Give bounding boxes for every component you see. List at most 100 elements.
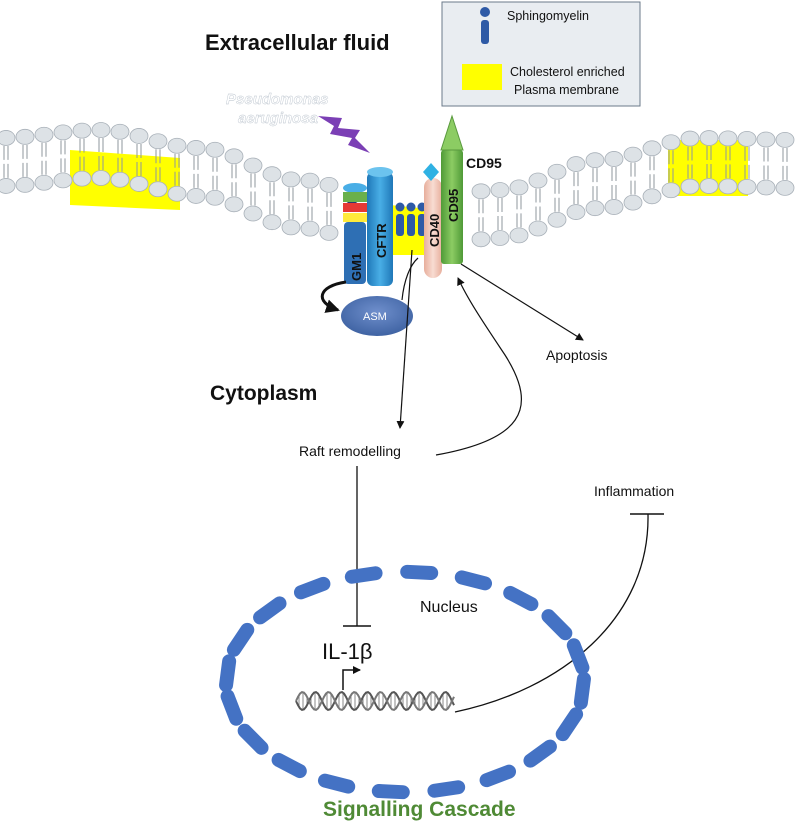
cd95-to-apoptosis-arrow — [460, 263, 584, 341]
lipid-head — [34, 174, 54, 191]
dna-helix-icon — [295, 691, 455, 711]
cftr-channel: CFTR — [367, 167, 393, 286]
nuclear-envelope-segment — [454, 570, 493, 591]
lipid-head — [490, 230, 510, 246]
asm-enzyme — [341, 296, 413, 336]
il1b-label: IL-1β — [322, 639, 373, 664]
apoptosis-label: Apoptosis — [546, 347, 607, 363]
cd40-label: CD40 — [427, 214, 442, 247]
lipid-head — [642, 188, 662, 205]
nuclear-envelope-segment — [523, 739, 557, 768]
lipid-head — [509, 227, 529, 244]
lipid-head — [224, 148, 244, 165]
lipid-head — [471, 231, 491, 248]
dna-strand — [295, 691, 455, 711]
nuclear-envelope-segment — [371, 784, 410, 800]
lipid-head — [15, 176, 35, 193]
lipid-head — [148, 181, 168, 198]
lipid-head — [699, 130, 719, 146]
lipid-head — [604, 199, 624, 215]
sphingomyelin-icon — [480, 7, 490, 44]
legend-cholesterol-swatch — [462, 64, 502, 90]
nuclear-envelope-segment — [344, 566, 383, 584]
nuclear-envelope-segment — [573, 671, 591, 710]
lipid-head — [756, 131, 776, 148]
nuclear-envelope-segment — [220, 689, 244, 726]
lipid-head — [167, 137, 187, 154]
lipid-head — [680, 130, 700, 147]
lipid-head — [737, 131, 757, 147]
lipid-head — [91, 122, 111, 138]
lipid-head — [566, 204, 586, 220]
cytoplasm-label: Cytoplasm — [210, 382, 317, 405]
lightning-bolt-icon — [318, 116, 370, 153]
lipid-head — [566, 156, 586, 172]
lipid-head — [110, 171, 130, 188]
lipid-head — [129, 176, 149, 192]
lipid-head — [718, 130, 738, 147]
lipid-head — [186, 188, 206, 204]
raft-remodelling-label: Raft remodelling — [299, 443, 401, 459]
lipid-head — [262, 166, 282, 183]
lipid-head — [148, 133, 168, 150]
lipid-head — [0, 130, 16, 146]
lipid-head — [680, 178, 700, 195]
lipid-head — [281, 219, 301, 236]
lipid-head — [0, 178, 16, 194]
nuclear-envelope-segment — [400, 564, 439, 580]
lipid-head — [661, 182, 681, 199]
lipid-head — [300, 172, 320, 189]
lipid-head — [661, 134, 681, 151]
lipid-head — [623, 146, 643, 163]
cftr-label: CFTR — [374, 223, 389, 258]
ligand-diamond-icon — [423, 163, 439, 181]
nuclear-envelope-segment — [566, 638, 590, 675]
lipid-head — [471, 183, 491, 200]
lipid-head — [585, 200, 605, 217]
nuclear-envelope-segment — [293, 576, 331, 600]
nuclear-envelope-segment — [541, 609, 573, 641]
gm1-label: GM1 — [349, 253, 364, 281]
inflammation-label: Inflammation — [594, 483, 674, 499]
lipid-head — [623, 194, 643, 211]
lipid-head — [642, 140, 662, 157]
lipid-head — [243, 157, 263, 174]
lipid-head — [490, 182, 510, 198]
nuclear-envelope-segment — [555, 707, 584, 742]
lipid-head — [585, 152, 605, 169]
lipid-head — [775, 179, 795, 196]
pathogen-label-line1: Pseudomonas — [226, 91, 329, 108]
lipid-head — [34, 126, 54, 143]
nuclear-envelope-segment — [219, 654, 237, 693]
cd40-receptor: CD40 — [424, 178, 442, 278]
lipid-head — [110, 123, 130, 140]
lipid-head — [775, 131, 795, 148]
nuclear-envelope-segment — [271, 752, 307, 779]
transcription-start-arrow-icon — [342, 666, 361, 690]
cd95-side-label: CD95 — [446, 189, 461, 222]
lipid-head — [262, 214, 282, 231]
nuclear-envelope-segment — [479, 764, 517, 788]
legend-cholesterol-line1: Cholesterol enriched — [510, 65, 625, 79]
lipid-head — [186, 140, 206, 156]
asm-to-raft-connector — [401, 257, 419, 301]
dna-inhibits-inflammation-line — [454, 513, 649, 713]
lipid-head — [756, 179, 776, 196]
lipid-head — [718, 178, 738, 195]
nuclear-envelope-segment — [317, 773, 356, 794]
lipid-head — [72, 122, 92, 139]
nuclear-envelope-segment — [427, 780, 466, 798]
lipid-head — [547, 163, 567, 180]
legend-sphingomyelin-label: Sphingomyelin — [507, 9, 589, 23]
lipid-head — [547, 211, 567, 228]
lipid-head — [53, 172, 73, 189]
lipid-head — [91, 170, 111, 186]
lipid-head — [129, 128, 149, 144]
nucleus-label: Nucleus — [420, 599, 478, 616]
extracellular-fluid-label: Extracellular fluid — [205, 30, 390, 55]
asm-label: ASM — [363, 311, 387, 323]
legend-cholesterol-line2: Plasma membrane — [514, 83, 619, 97]
lipid-head — [319, 224, 339, 241]
